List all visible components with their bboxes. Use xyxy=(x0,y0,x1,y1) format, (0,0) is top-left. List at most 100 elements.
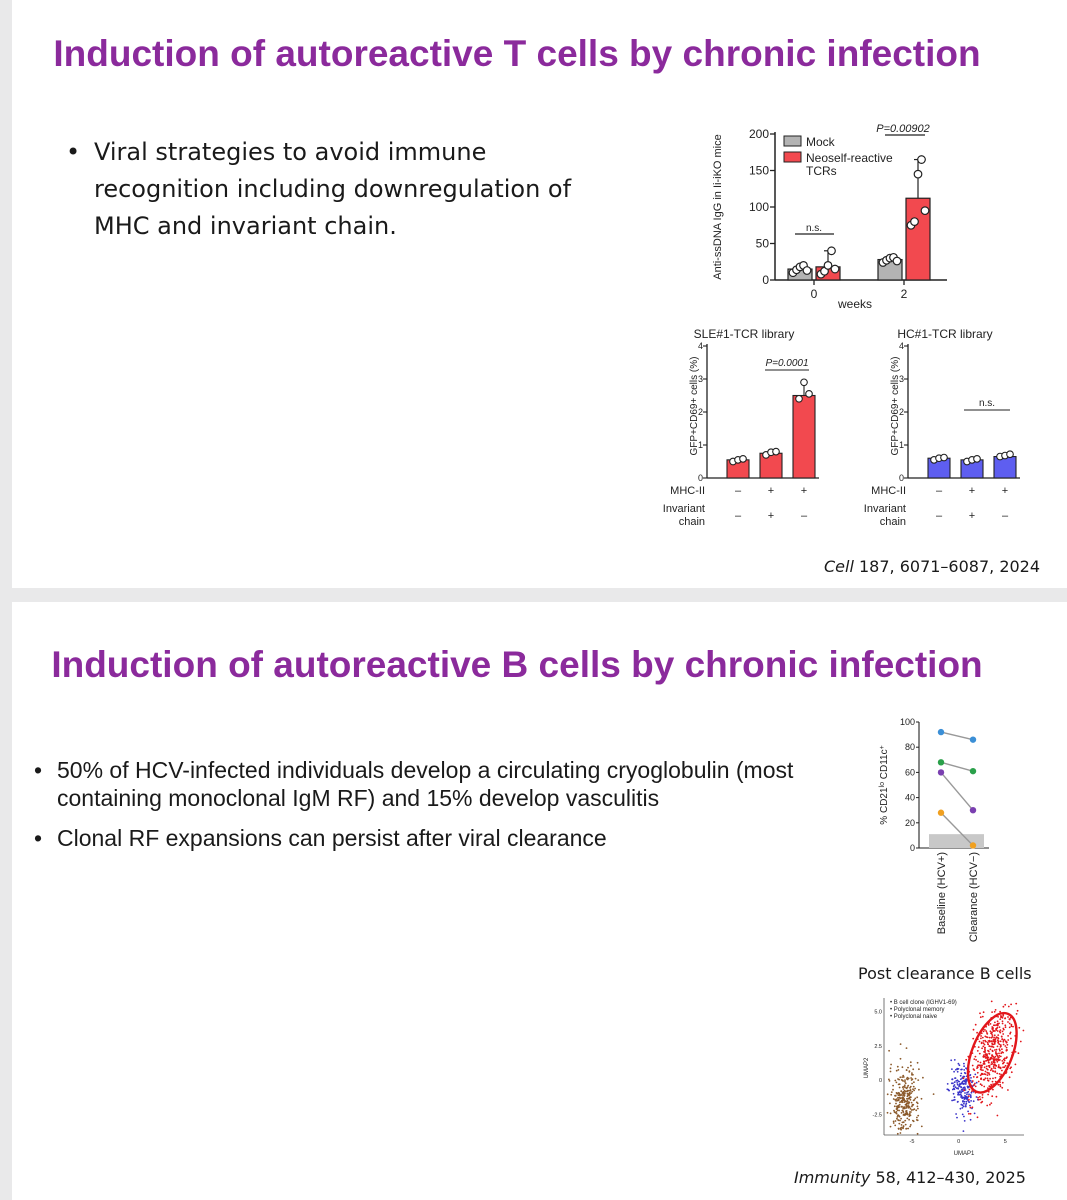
umap-cell-point xyxy=(1010,1003,1012,1006)
umap-cell-point xyxy=(984,1046,986,1049)
umap-cell-point xyxy=(953,1084,956,1086)
umap-cell-point xyxy=(955,1068,957,1071)
umap-cell-point xyxy=(969,1118,972,1121)
umap-cell-point xyxy=(896,1114,899,1117)
umap-cell-point xyxy=(913,1081,915,1084)
umap-cell-point xyxy=(991,1036,994,1038)
umap-cell-point xyxy=(902,1088,905,1090)
slide2-title: Induction of autoreactive B cells by chr… xyxy=(51,644,983,685)
slide1-bullet-list: •Viral strategies to avoid immune recogn… xyxy=(66,134,594,245)
umap-cell-point xyxy=(965,1067,967,1070)
umap-cell-point xyxy=(1017,1052,1020,1055)
cd21-data-point xyxy=(937,759,945,766)
umap-cell-point xyxy=(982,1045,985,1048)
umap-cell-point xyxy=(965,1100,968,1103)
umap-cell-point xyxy=(893,1109,895,1112)
ssdna-bar-chart: Anti-ssDNA IgG in Ii-iKO mice05010015020… xyxy=(712,123,947,311)
umap-cell-point xyxy=(1010,1071,1013,1074)
umap-cell-point xyxy=(994,1071,997,1073)
umap-cell-point xyxy=(977,1060,979,1063)
umap-cell-point xyxy=(961,1082,963,1084)
umap-cell-point xyxy=(910,1109,913,1111)
umap-cell-point xyxy=(992,1070,994,1073)
umap-cell-point xyxy=(920,1097,923,1100)
umap-cell-point xyxy=(991,1095,994,1098)
umap-cell-point xyxy=(900,1090,903,1092)
umap-cell-point xyxy=(957,1062,960,1065)
umap-legend-entry: • B cell clone (IGHV1-69) xyxy=(890,1000,957,1006)
umap-cell-point xyxy=(899,1132,902,1134)
umap-cell-point xyxy=(896,1092,898,1095)
umap-cell-point xyxy=(968,1112,970,1115)
umap-cell-point xyxy=(981,1094,984,1096)
slide2-bullet-list: •50% of HCV-infected individuals develop… xyxy=(34,756,857,852)
umap-cell-point xyxy=(904,1079,906,1081)
umap-cell-point xyxy=(999,1067,1002,1070)
umap-cell-point xyxy=(988,1045,991,1048)
umap-cell-point xyxy=(991,1043,994,1046)
umap-cell-point xyxy=(956,1116,958,1119)
cd21-x-tick-label: Baseline (HCV+) xyxy=(936,852,948,934)
umap-cell-point xyxy=(994,1055,997,1058)
umap-cell-point xyxy=(901,1066,904,1069)
umap-cell-point xyxy=(991,1040,993,1042)
umap-cell-point xyxy=(981,1084,983,1087)
umap-cell-point xyxy=(907,1084,910,1087)
small-chart-y-axis-label: GFP+CD69+ cells (%) xyxy=(890,357,901,456)
umap-cell-point xyxy=(997,1034,1000,1036)
umap-cell-point xyxy=(980,1101,983,1104)
umap-cell-point xyxy=(1002,1043,1005,1046)
umap-cell-point xyxy=(946,1088,949,1091)
umap-cell-point xyxy=(995,1048,998,1051)
umap-cell-point xyxy=(978,1040,981,1043)
umap-cell-point xyxy=(990,1102,993,1104)
umap-cell-point xyxy=(962,1083,965,1085)
umap-cell-point xyxy=(964,1094,966,1097)
umap-cell-point xyxy=(901,1092,904,1095)
umap-cell-point xyxy=(894,1079,897,1082)
umap-cell-point xyxy=(988,1072,990,1074)
umap-cell-point xyxy=(986,1077,989,1080)
ssdna-y-tick-label: 100 xyxy=(749,200,769,214)
umap-cell-point xyxy=(964,1087,966,1090)
cd21-y-tick-label: 20 xyxy=(905,818,915,828)
cd21-pair-line xyxy=(940,731,974,741)
umap-cell-point xyxy=(907,1066,909,1069)
umap-cell-point xyxy=(1001,1081,1004,1084)
ssdna-y-tick-label: 0 xyxy=(762,273,769,287)
umap-cell-point xyxy=(1002,1005,1005,1008)
umap-cell-point xyxy=(964,1097,967,1099)
umap-cell-point xyxy=(969,1074,972,1076)
umap-cell-point xyxy=(895,1111,898,1113)
umap-cell-point xyxy=(912,1068,915,1071)
umap-cell-point xyxy=(998,1022,1000,1025)
umap-cell-point xyxy=(964,1083,967,1085)
umap-cell-point xyxy=(984,1029,986,1031)
umap-cell-point xyxy=(907,1101,909,1103)
umap-cell-point xyxy=(1001,1086,1004,1089)
umap-cell-point xyxy=(915,1109,918,1112)
umap-cell-point xyxy=(950,1059,953,1062)
ssdna-legend-swatch xyxy=(783,151,802,163)
ssdna-p-label: P=0.00902 xyxy=(876,123,930,135)
umap-cell-point xyxy=(905,1127,907,1130)
small-chart-data-point xyxy=(772,447,780,456)
cd21-y-tick-label: 0 xyxy=(910,843,915,853)
umap-cell-point xyxy=(909,1061,912,1064)
umap-cell-point xyxy=(994,1040,997,1043)
umap-cell-point xyxy=(999,1055,1002,1058)
umap-cell-point xyxy=(1007,1016,1009,1018)
umap-cell-point xyxy=(999,1018,1002,1020)
umap-cell-point xyxy=(889,1102,891,1105)
umap-cell-point xyxy=(997,1040,1000,1043)
slide2-bullet: •50% of HCV-infected individuals develop… xyxy=(34,757,794,811)
umap-cell-point xyxy=(896,1117,898,1120)
umap-cell-point xyxy=(1008,1026,1011,1029)
umap-cell-point xyxy=(898,1115,901,1118)
umap-cell-point xyxy=(984,1077,987,1080)
umap-cell-point xyxy=(1001,1069,1003,1072)
umap-cell-point xyxy=(904,1123,907,1126)
umap-cell-point xyxy=(909,1087,911,1089)
